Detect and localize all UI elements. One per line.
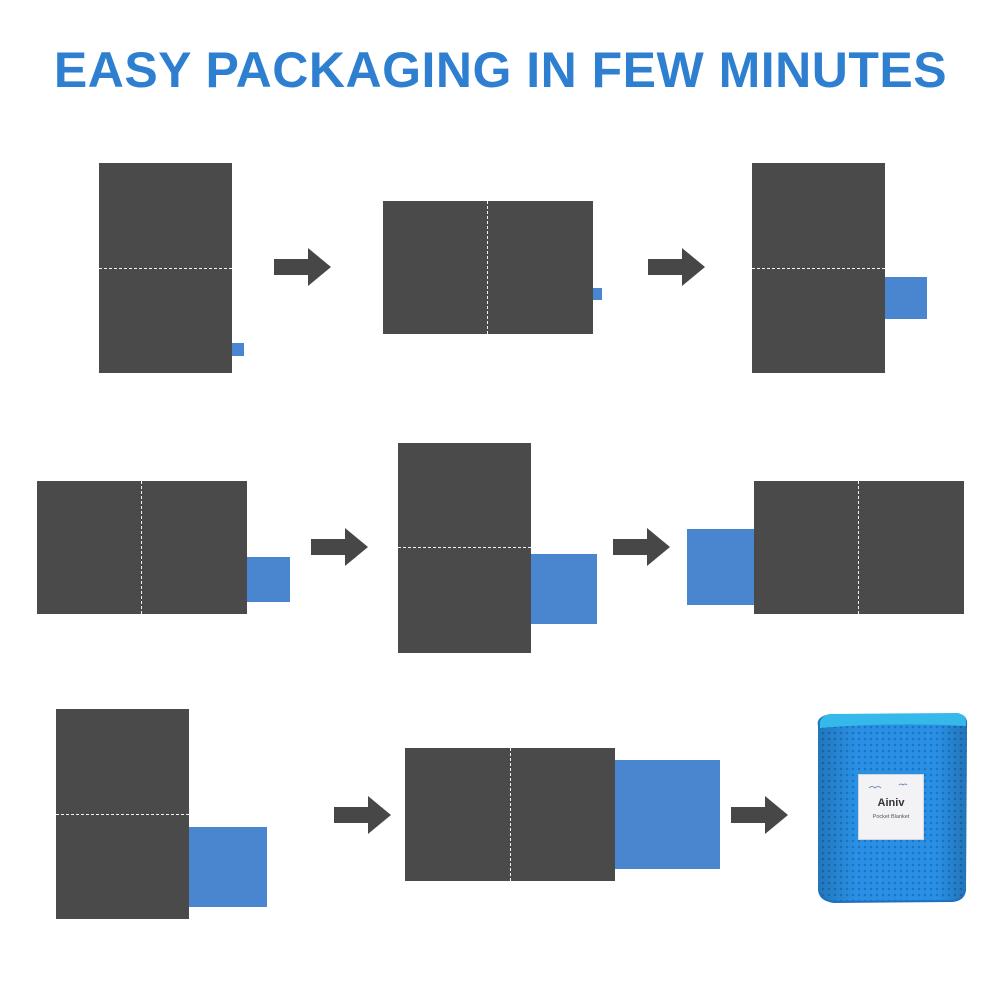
fold-line [56, 814, 189, 815]
fold-line [99, 268, 232, 269]
blanket-panel [398, 443, 531, 653]
pouch [247, 557, 290, 602]
pouch [531, 554, 597, 624]
right-arrow-icon [648, 248, 705, 286]
fold-line [398, 547, 531, 548]
fold-line [510, 748, 511, 881]
right-arrow-icon [274, 248, 331, 286]
blanket-panel [383, 201, 593, 334]
right-arrow-icon [334, 796, 391, 834]
pouch [615, 760, 720, 869]
blanket-panel [37, 481, 247, 614]
pouch [232, 343, 244, 356]
blanket-panel [754, 481, 964, 614]
pouch [687, 529, 754, 605]
fold-line [141, 481, 142, 614]
pouch [189, 827, 267, 907]
pouch [885, 277, 927, 319]
fold-line [858, 481, 859, 614]
packed-pocket-blanket: Ainiv Pocket Blanket [814, 712, 970, 904]
product-name: Pocket Blanket [872, 814, 910, 820]
fold-line [487, 201, 488, 334]
right-arrow-icon [613, 528, 670, 566]
product-label: Ainiv Pocket Blanket [858, 774, 924, 840]
brand-name: Ainiv [877, 797, 905, 809]
right-arrow-icon [311, 528, 368, 566]
fold-line [752, 268, 885, 269]
pouch [593, 288, 602, 300]
right-arrow-icon [731, 796, 788, 834]
page-title: EASY PACKAGING IN FEW MINUTES [53, 42, 948, 98]
birds-icon [868, 783, 908, 789]
